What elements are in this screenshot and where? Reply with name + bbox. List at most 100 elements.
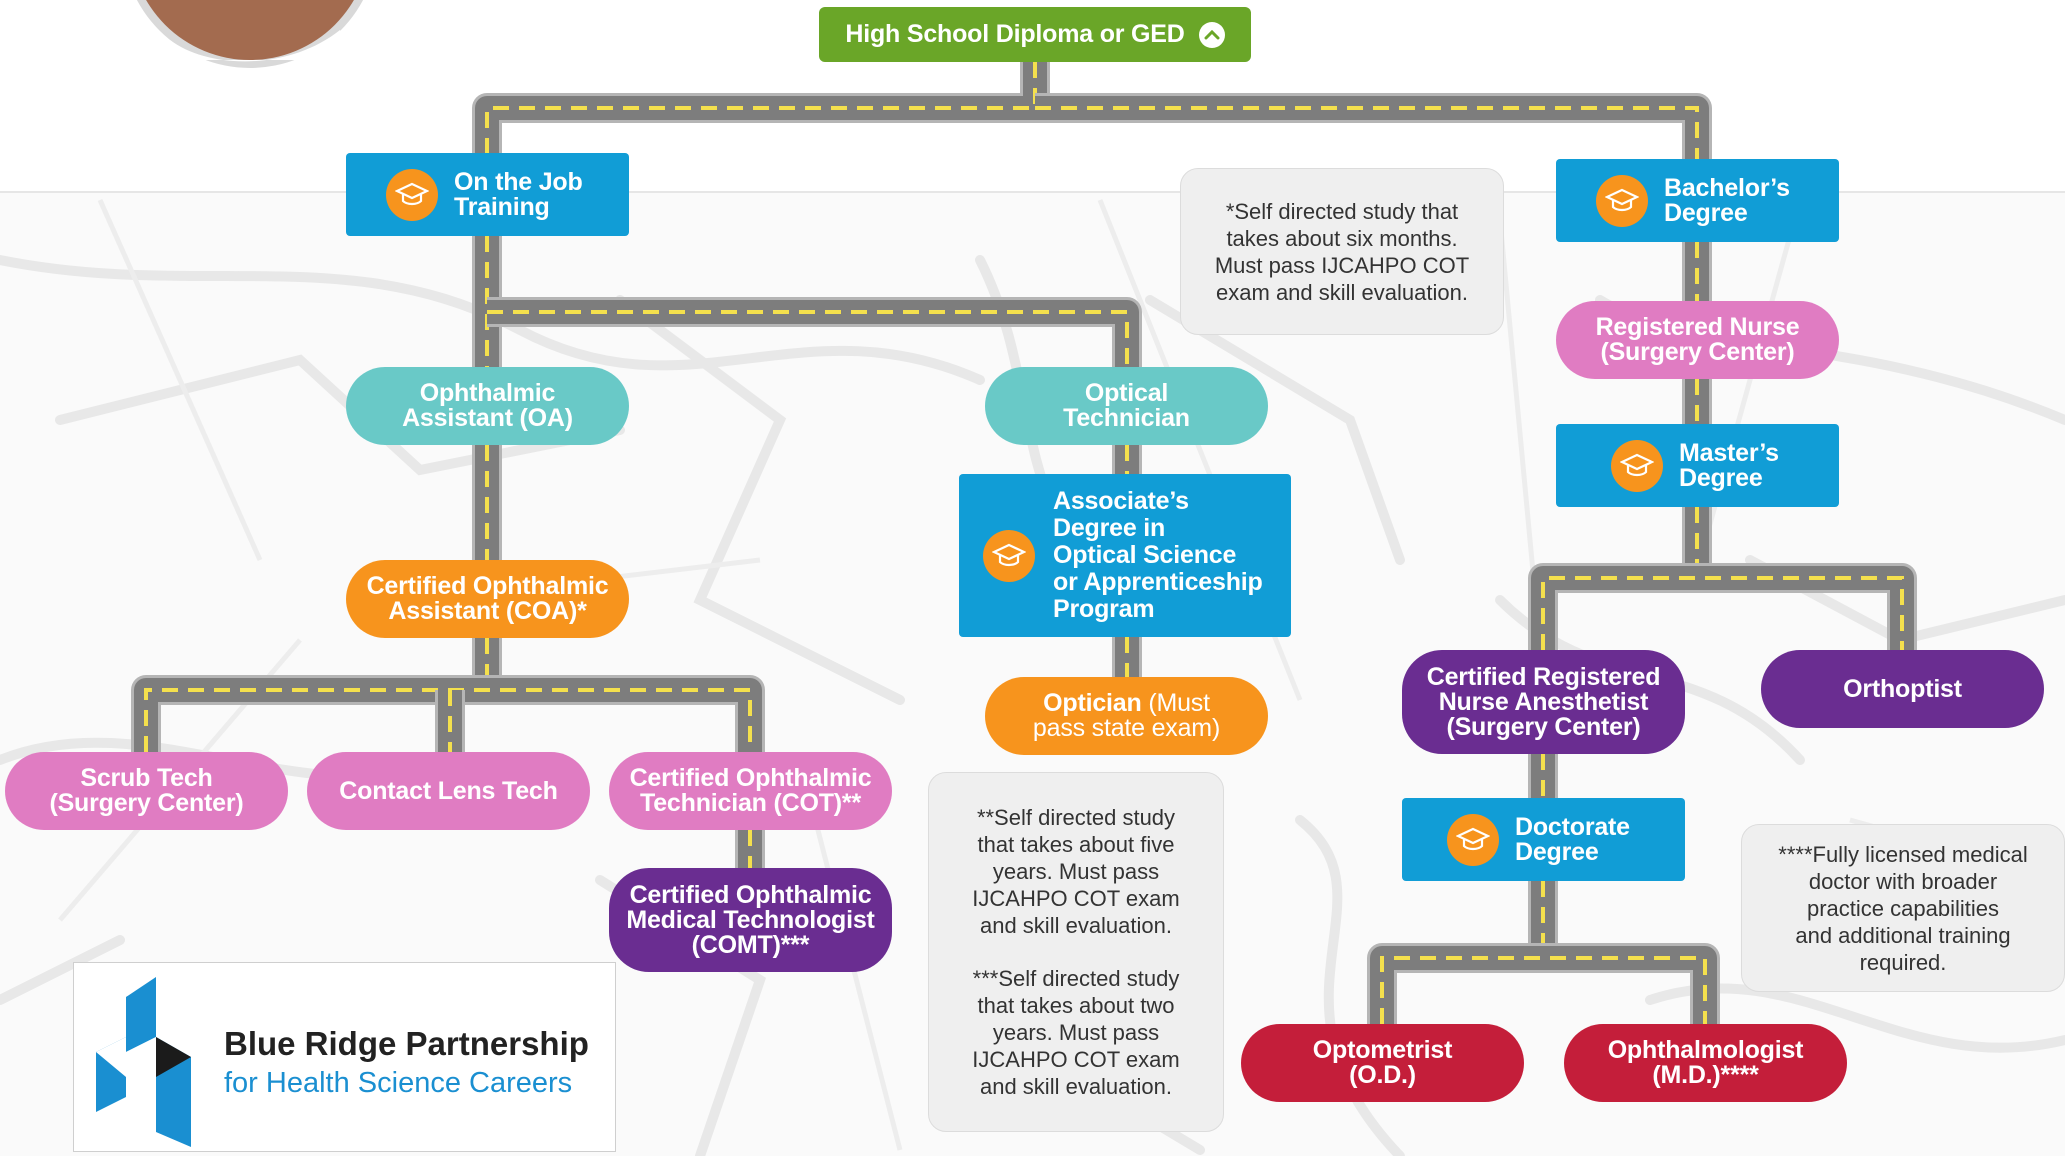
associates-line-4: or Apprenticeship (1053, 568, 1263, 596)
cot-note-line-2: that takes about five (977, 832, 1175, 857)
graduation-cap-icon (1611, 439, 1663, 492)
optometrist-node[interactable]: Optometrist (O.D.) (1241, 1024, 1524, 1102)
orthoptist-node[interactable]: Orthoptist (1761, 650, 2044, 728)
road-doctorate-branches (1367, 943, 1720, 1024)
orthoptist-line-1: Orthoptist (1843, 674, 1962, 703)
chevron-up-icon[interactable] (1198, 21, 1225, 48)
scrub-line-2: (Surgery Center) (49, 789, 244, 817)
doctorate-line-2: Degree (1515, 837, 1599, 866)
road-root-to-bachelors (1035, 93, 1712, 159)
optometrist-line-2: (O.D.) (1349, 1061, 1416, 1089)
coa-line-2: Assistant (COA)* (388, 597, 587, 625)
masters-line-2: Degree (1679, 463, 1763, 492)
rn-line-1: Registered Nurse (1595, 313, 1800, 341)
md-footnote: ****Fully licensed medical doctor with b… (1741, 824, 2065, 992)
coa-footnote: *Self directed study that takes about si… (1180, 168, 1504, 335)
masters-line-1: Master’s (1679, 438, 1779, 467)
partnership-logo-icon (96, 977, 191, 1147)
root-node[interactable]: High School Diploma or GED (819, 7, 1251, 62)
certified-ophthalmic-technician-node[interactable]: Certified Ophthalmic Technician (COT)** (609, 752, 892, 830)
comt-note-line-1: ***Self directed study (972, 966, 1180, 991)
ophthalmologist-line-2: (M.D.)**** (1652, 1061, 1759, 1089)
comt-note-line-3: years. Must pass (992, 1020, 1160, 1045)
bachelors-line-1: Bachelor’s (1664, 173, 1790, 202)
cot-note-line-4: IJCAHPO COT exam (972, 886, 1180, 911)
md-note-line-1: ****Fully licensed medical (1778, 841, 2028, 867)
masters-degree-node[interactable]: Master’s Degree (1556, 424, 1839, 507)
portrait-photo (136, 0, 364, 68)
coa-note-line-3: Must pass IJCAHPO COT (1214, 252, 1470, 278)
associates-line-5: Program (1053, 595, 1155, 623)
associates-degree-node[interactable]: Associate’s Degree in Optical Science or… (959, 474, 1291, 637)
md-note-line-5: required. (1859, 949, 1947, 975)
associates-line-1: Associate’s (1053, 487, 1189, 515)
logo-subtitle: for Health Science Careers (224, 1067, 573, 1099)
ophthalmologist-line-1: Ophthalmologist (1607, 1036, 1804, 1064)
oa-line-1: Ophthalmic (419, 379, 556, 407)
comt-line-1: Certified Ophthalmic (629, 880, 872, 909)
road-ojt-to-optical-tech (487, 297, 1142, 367)
cot-note-line-5: and skill evaluation. (979, 913, 1172, 938)
coa-note-line-1: *Self directed study that (1225, 198, 1459, 224)
cot-line-2: Technician (COT)** (640, 789, 861, 817)
optician-qualifier-2: pass state exam) (1032, 714, 1221, 742)
graduation-cap-icon (1596, 174, 1648, 227)
root-label: High School Diploma or GED (845, 20, 1185, 48)
graduation-cap-icon (1447, 813, 1499, 866)
cot-comt-footnote: **Self directed study that takes about f… (928, 772, 1224, 1132)
blue-ridge-partnership-logo: Blue Ridge Partnership for Health Scienc… (73, 962, 616, 1152)
road-masters-branches (1528, 563, 1917, 650)
coa-line-1: Certified Ophthalmic (366, 572, 609, 600)
crna-line-2: Nurse Anesthetist (1438, 687, 1649, 716)
registered-nurse-node[interactable]: Registered Nurse (Surgery Center) (1556, 301, 1839, 379)
md-note-line-4: and additional training (1795, 922, 2011, 948)
optometrist-line-1: Optometrist (1312, 1036, 1453, 1064)
comt-note-line-5: and skill evaluation. (979, 1074, 1172, 1099)
optical-technician-node[interactable]: Optical Technician (985, 367, 1268, 445)
bachelors-degree-node[interactable]: Bachelor’s Degree (1556, 159, 1839, 242)
on-the-job-training-node[interactable]: On the Job Training (346, 153, 629, 236)
cot-note-line-3: years. Must pass (992, 859, 1160, 884)
certified-ophthalmic-assistant-node[interactable]: Certified Ophthalmic Assistant (COA)* (346, 560, 629, 638)
graduation-cap-icon (386, 168, 438, 221)
road-root-to-ojt (472, 62, 1050, 153)
ophthalmic-assistant-node[interactable]: Ophthalmic Assistant (OA) (346, 367, 629, 445)
coa-note-line-2: takes about six months. (1226, 225, 1458, 251)
certified-ophthalmic-medical-technologist-node[interactable]: Certified Ophthalmic Medical Technologis… (609, 868, 892, 972)
ophthalmologist-node[interactable]: Ophthalmologist (M.D.)**** (1564, 1024, 1847, 1102)
comt-note-line-4: IJCAHPO COT exam (972, 1047, 1180, 1072)
crna-line-1: Certified Registered (1426, 662, 1661, 691)
comt-note-line-2: that takes about two (977, 993, 1175, 1018)
ojt-line-2: Training (454, 192, 550, 221)
associates-line-3: Optical Science (1053, 541, 1237, 569)
logo-title: Blue Ridge Partnership (224, 1025, 589, 1062)
contact-line-1: Contact Lens Tech (339, 776, 558, 805)
associates-line-2: Degree in (1053, 514, 1166, 542)
md-note-line-2: doctor with broader (1808, 868, 1998, 894)
ojt-line-1: On the Job (454, 167, 583, 196)
optician-title: Optician (1043, 689, 1142, 717)
optician-qualifier-1: (Must (1148, 689, 1210, 717)
doctorate-degree-node[interactable]: Doctorate Degree (1402, 798, 1685, 881)
doctorate-line-1: Doctorate (1515, 812, 1630, 841)
scrub-line-1: Scrub Tech (80, 764, 213, 792)
bachelors-line-2: Degree (1664, 198, 1748, 227)
coa-note-line-4: exam and skill evaluation. (1216, 279, 1468, 305)
graduation-cap-icon (983, 529, 1035, 582)
scrub-tech-node[interactable]: Scrub Tech (Surgery Center) (5, 752, 288, 830)
oa-line-2: Assistant (OA) (402, 404, 573, 432)
optical-tech-line-1: Optical (1084, 379, 1169, 407)
contact-lens-tech-node[interactable]: Contact Lens Tech (307, 752, 590, 830)
comt-line-3: (COMT)*** (691, 930, 810, 959)
crna-line-3: (Surgery Center) (1446, 712, 1641, 741)
optician-node[interactable]: Optician (Must pass state exam) (985, 677, 1268, 755)
comt-line-2: Medical Technologist (626, 905, 875, 934)
md-note-line-3: practice capabilities (1807, 895, 1999, 921)
cot-line-1: Certified Ophthalmic (629, 764, 872, 792)
rn-line-2: (Surgery Center) (1600, 338, 1795, 366)
cot-note-line-1: **Self directed study (976, 805, 1176, 830)
optical-tech-line-2: Technician (1063, 404, 1190, 432)
crna-node[interactable]: Certified Registered Nurse Anesthetist (… (1402, 650, 1685, 754)
